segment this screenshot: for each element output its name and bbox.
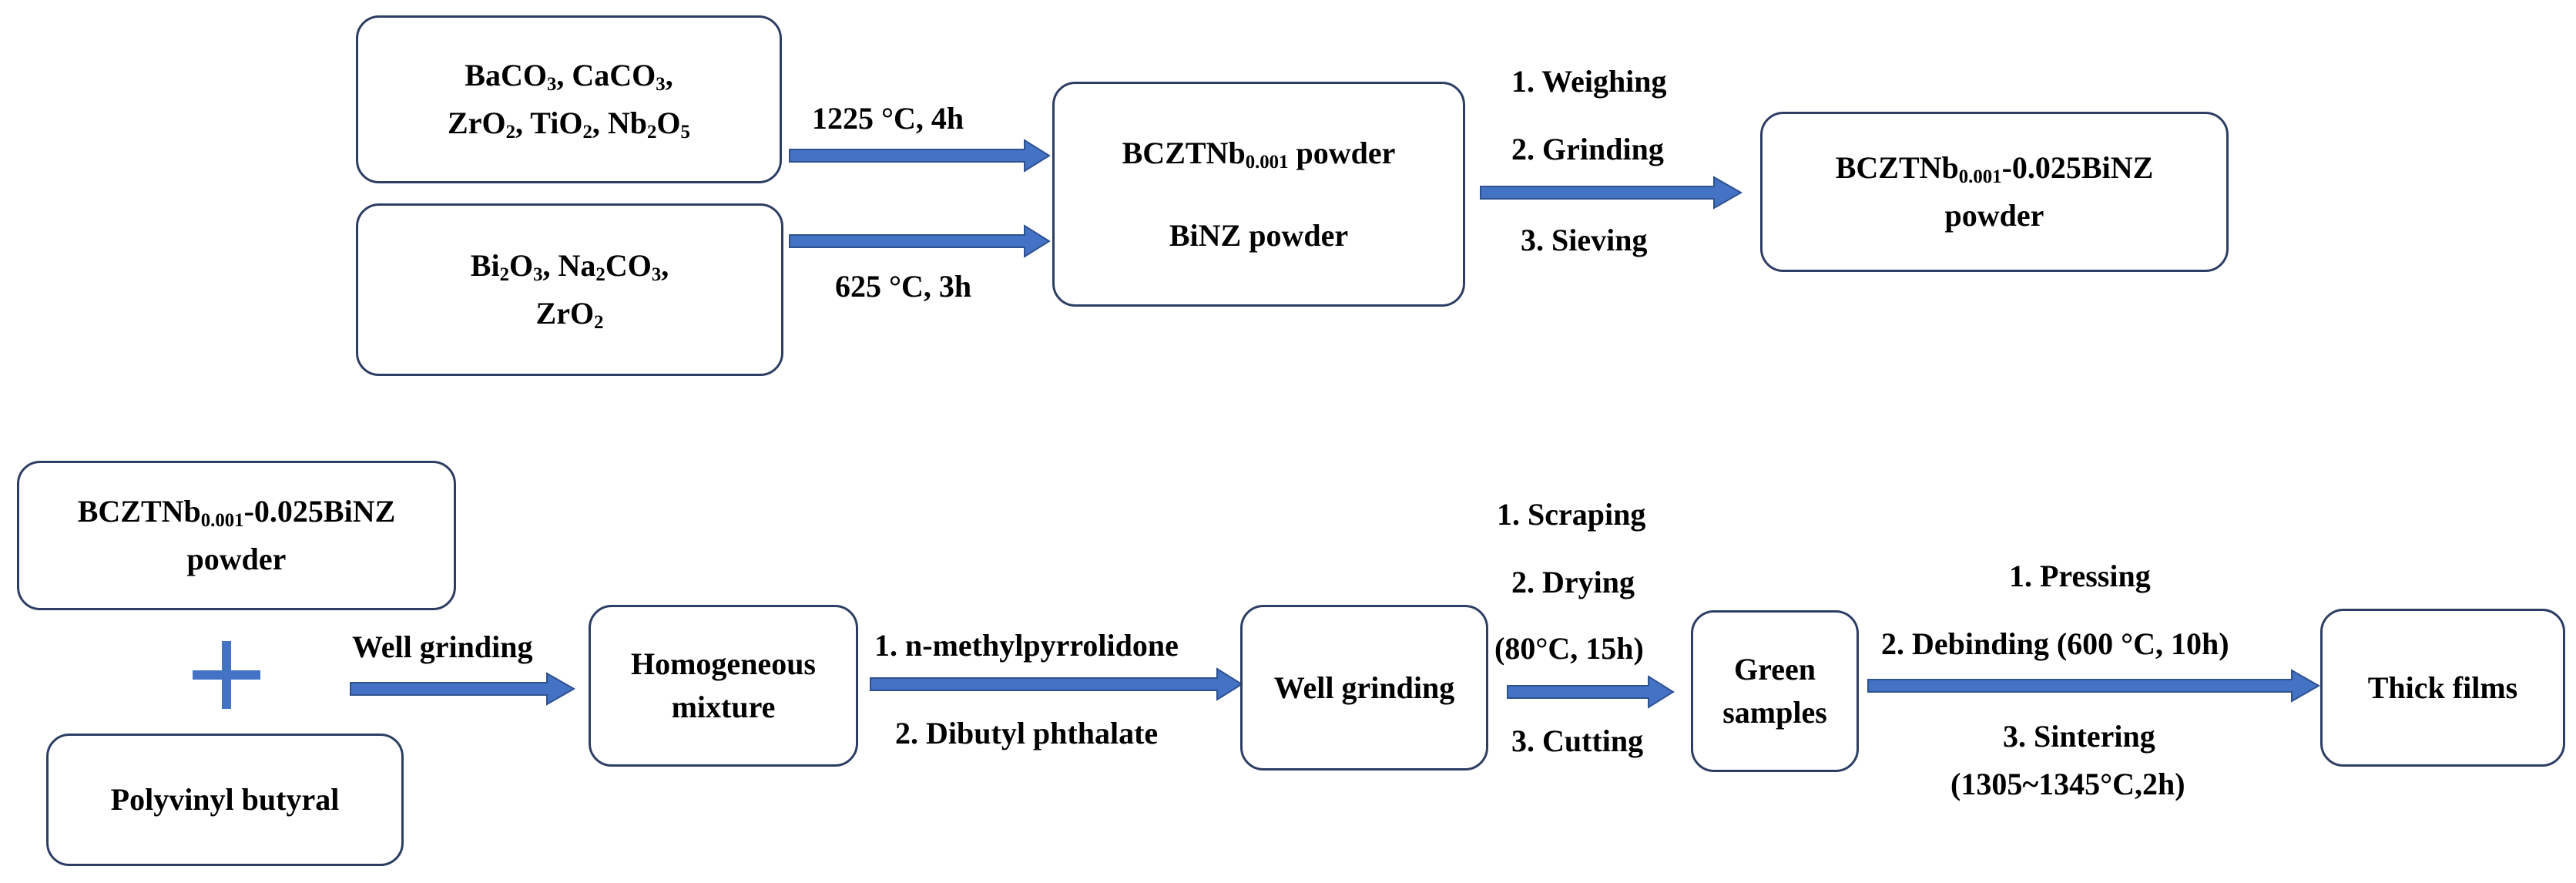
powder-line-1: BCZTNb0.001-0.025BiNZ [78,488,396,536]
text: ZrO [535,296,595,331]
calcined-powders-box: BCZTNb0.001 powder BiNZ powder [1052,82,1465,307]
text: -0.025BiNZ [2001,150,2154,185]
text: -0.025BiNZ [243,494,396,529]
arrow-raw-a-to-powders [789,139,1051,173]
subscript: 5 [680,122,690,143]
step-pressing: 1. Pressing [2009,559,2151,593]
text: BCZTNb [1122,135,1246,170]
step-cutting: 3. Cutting [1511,724,1644,758]
powders-line-1: BCZTNb0.001 powder [1122,135,1396,172]
calcination-condition-bczt: 1225 °C, 4h [812,101,964,136]
raw-a-line-2: ZrO2, TiO2, Nb2O5 [448,99,690,147]
step-sintering: 3. Sintering [2003,719,2155,754]
thick-films-text: Thick films [2367,670,2518,705]
mixture-line-1: Homogeneous [631,646,816,681]
well-grinding-box: Well grinding [1240,605,1488,771]
thick-films-box: Thick films [2320,609,2565,767]
drying-condition: (80°C, 15h) [1494,631,1644,666]
solvent-2: 2. Dibutyl phthalate [895,716,1159,750]
arrow-to-mixture [350,672,576,706]
subscript: 2 [505,122,515,143]
arrow-grinding-to-green [1507,675,1675,709]
subscript: 2 [647,122,657,143]
step-weighing: 1. Weighing [1511,64,1667,99]
text: BaCO [465,58,547,92]
step-sieving: 3. Sieving [1521,223,1648,257]
subscript: 2 [594,312,604,334]
subscript: 0.001 [1958,166,2002,188]
text: , [661,248,669,283]
powder-line-2: powder [186,542,287,576]
green-line-2: samples [1722,695,1827,730]
arrow-green-to-films [1867,669,2321,703]
arrow-powders-to-result [1480,176,1743,210]
subscript: 2 [582,122,592,143]
text: O [508,248,534,283]
raw-b-line-1: Bi2O3, Na2CO3, [471,242,669,290]
sintering-condition: (1305~1345°C,2h) [1950,767,2185,801]
step-debinding: 2. Debinding (600 °C, 10h) [1881,626,2229,661]
text: , CaCO [556,58,656,92]
result-line-1: BCZTNb0.001-0.025BiNZ [1836,144,2154,192]
text: BCZTNb [77,494,201,529]
well-grinding-label: Well grinding [352,630,533,664]
text: O [656,106,681,140]
green-line-1: Green [1734,652,1816,687]
result-line-2: powder [1944,198,2044,233]
homogeneous-mixture-box: Homogeneous mixture [589,605,858,767]
binder-box: Polyvinyl butyral [46,734,404,866]
subscript: 0.001 [200,510,244,532]
raw-materials-binz-box: Bi2O3, Na2CO3, ZrO2 [356,203,783,376]
arrow-mixture-to-grinding [870,667,1243,701]
composite-powder-input-box: BCZTNb0.001-0.025BiNZ powder [17,461,456,610]
text: BCZTNb [1835,150,1959,185]
calcination-condition-binz: 625 °C, 3h [835,269,972,304]
step-scraping: 1. Scraping [1497,497,1646,532]
text: CO [605,248,652,283]
text: , Nb [592,106,648,140]
subscript: 3 [533,264,543,286]
text: powder [1288,135,1396,170]
well-grinding-text: Well grinding [1273,670,1455,705]
subscript: 2 [499,264,509,286]
solvent-1: 1. n-methylpyrrolidone [874,628,1179,663]
subscript: 3 [546,74,557,96]
raw-a-line-1: BaCO3, CaCO3, [465,52,673,99]
step-drying: 2. Drying [1511,565,1635,599]
raw-materials-bczt-box: BaCO3, CaCO3, ZrO2, TiO2, Nb2O5 [356,15,782,183]
arrow-raw-b-to-powders [789,224,1051,258]
subscript: 0.001 [1245,151,1289,173]
subscript: 3 [651,264,662,286]
subscript: 2 [595,264,605,286]
step-grinding: 2. Grinding [1511,132,1664,166]
subscript: 3 [656,74,666,96]
text: , [665,58,673,92]
powders-line-2: BiNZ powder [1169,217,1349,253]
raw-b-line-2: ZrO2 [536,290,604,337]
composite-powder-box: BCZTNb0.001-0.025BiNZ powder [1760,112,2229,272]
binder-label: Polyvinyl butyral [110,782,340,817]
text: , TiO [515,106,583,140]
green-samples-box: Green samples [1691,610,1859,772]
text: , Na [542,248,596,283]
plus-icon [193,641,260,709]
mixture-line-2: mixture [671,690,776,724]
text: Bi [470,248,500,283]
text: ZrO [448,106,506,140]
